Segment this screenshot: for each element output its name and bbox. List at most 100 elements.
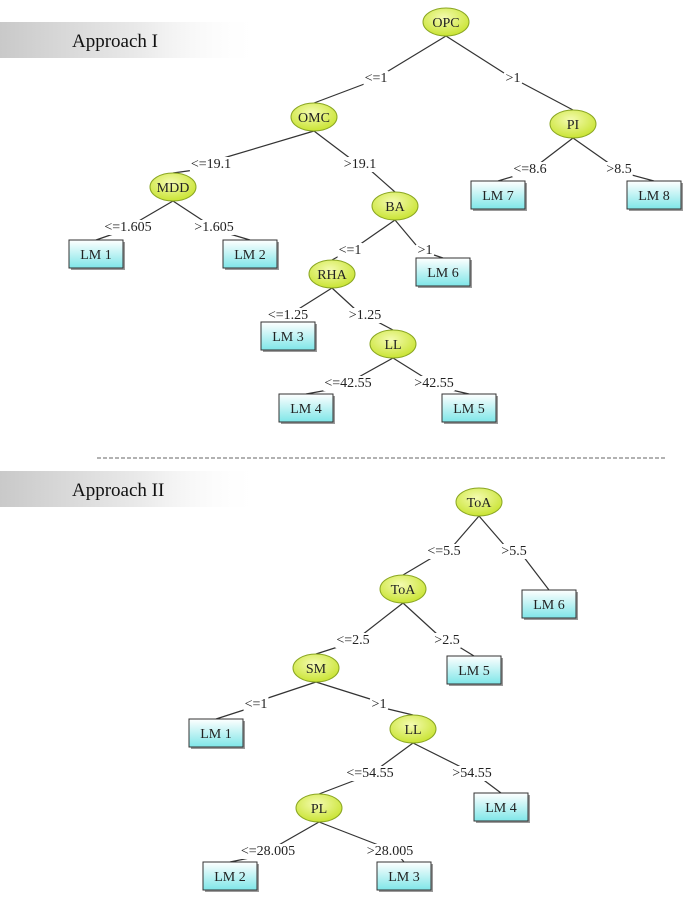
edge-condition-label: >28.005 — [367, 844, 413, 859]
edge-line — [394, 219, 417, 246]
leaf-node-label: LM 7 — [482, 189, 514, 204]
edge-label-background — [370, 697, 388, 712]
edge-label-background — [512, 162, 548, 177]
leaf-model-node: LM 6 — [521, 589, 578, 620]
split-node-label: ToA — [467, 496, 493, 511]
edge-label-background — [433, 633, 461, 648]
leaf-node-label: LM 1 — [80, 248, 112, 263]
edge-line — [387, 708, 414, 716]
leaf-model-node: LM 3 — [376, 861, 433, 892]
edge-line — [522, 555, 550, 591]
leaf-node-label: LM 1 — [200, 727, 232, 742]
leaf-node-box — [222, 239, 278, 269]
leaf-node-box — [470, 180, 526, 210]
split-node-label: PL — [311, 802, 327, 817]
edge-line — [276, 821, 320, 847]
edge-condition-label: >1 — [506, 71, 521, 86]
split-node-label: PI — [567, 118, 580, 133]
split-node-ellipse — [371, 191, 419, 221]
split-node: ToA — [379, 574, 427, 604]
split-node-ellipse — [295, 793, 343, 823]
split-node-label: SM — [306, 662, 327, 677]
split-node-label: RHA — [317, 268, 347, 283]
edge-label-background — [347, 308, 383, 323]
edge-line — [572, 137, 611, 165]
edge-line — [445, 35, 505, 74]
edge-label-background — [335, 633, 371, 648]
edge-condition-label: <=19.1 — [191, 157, 231, 172]
leaf-node-label: LM 5 — [458, 664, 490, 679]
edge-condition-label: >1 — [418, 243, 433, 258]
edge-line — [215, 708, 248, 720]
leaf-node-label: LM 4 — [485, 801, 517, 816]
edge-line — [358, 219, 396, 246]
edge-line — [331, 287, 357, 311]
leaf-node-label: LM 4 — [290, 402, 322, 417]
leaf-node-label: LM 3 — [272, 330, 304, 345]
leaf-node-box — [188, 718, 244, 748]
leaf-node-box — [441, 393, 497, 423]
edge-line — [318, 821, 382, 847]
split-node-ellipse — [455, 487, 503, 517]
edge-label-background — [243, 697, 269, 712]
split-node-label: LL — [404, 723, 421, 738]
split-node-label: LL — [384, 338, 401, 353]
split-node-ellipse — [290, 102, 338, 132]
leaf-model-node: LM 6 — [415, 257, 472, 288]
edge-label-background — [239, 844, 297, 859]
edge-label-background — [323, 376, 373, 391]
edge-condition-label: >19.1 — [344, 157, 376, 172]
edge-label-background — [451, 766, 493, 781]
edge-condition-label: <=1 — [365, 71, 388, 86]
split-node: ToA — [455, 487, 503, 517]
edge-label-background — [504, 71, 522, 86]
leaf-node-label: LM 6 — [533, 598, 565, 613]
edge-line — [136, 200, 174, 223]
split-node: OPC — [422, 7, 470, 37]
leaf-model-node: LM 7 — [470, 180, 527, 211]
split-node-label: MDD — [157, 181, 190, 196]
edge-line — [538, 137, 574, 165]
leaf-model-node: LM 4 — [278, 393, 335, 424]
edge-label-background — [103, 220, 153, 235]
edge-line — [264, 681, 317, 700]
split-node: RHA — [308, 259, 356, 289]
edge-label-background — [426, 544, 462, 559]
edge-label-background — [363, 71, 389, 86]
edge-condition-label: <=2.5 — [336, 633, 369, 648]
edge-line — [296, 287, 333, 311]
split-node: BA — [371, 191, 419, 221]
edge-line — [356, 357, 394, 379]
leaf-node-box — [68, 239, 124, 269]
leaf-model-node: LM 1 — [68, 239, 125, 270]
approach-1-title: Approach I — [72, 31, 158, 52]
edge-label-background — [342, 157, 378, 172]
split-node: PL — [295, 793, 343, 823]
split-node: LL — [369, 329, 417, 359]
split-node-ellipse — [422, 7, 470, 37]
edge-condition-label: <=42.55 — [324, 376, 371, 391]
edge-label-background — [337, 243, 363, 258]
leaf-model-node: LM 5 — [446, 655, 503, 686]
leaf-node-box — [626, 180, 682, 210]
edge-label-background — [500, 544, 528, 559]
edge-line — [402, 555, 436, 576]
tree-edge-labels: <=1>1<=19.1>19.1<=8.6>8.5<=1.605>1.605<=… — [103, 71, 633, 859]
split-node: OMC — [290, 102, 338, 132]
split-node-label: BA — [385, 200, 405, 215]
split-node-ellipse — [549, 109, 597, 139]
edge-condition-label: <=1.25 — [268, 308, 308, 323]
edge-condition-label: >1.25 — [349, 308, 381, 323]
edge-label-background — [605, 162, 633, 177]
edge-condition-label: <=1.605 — [104, 220, 151, 235]
split-node-label: OPC — [432, 16, 459, 31]
edge-label-background — [266, 308, 310, 323]
edge-label-background — [345, 766, 395, 781]
leaf-node-box — [446, 655, 502, 685]
edge-condition-label: >54.55 — [452, 766, 491, 781]
edge-condition-label: <=1 — [245, 697, 268, 712]
leaf-node-box — [473, 792, 529, 822]
split-node-ellipse — [379, 574, 427, 604]
